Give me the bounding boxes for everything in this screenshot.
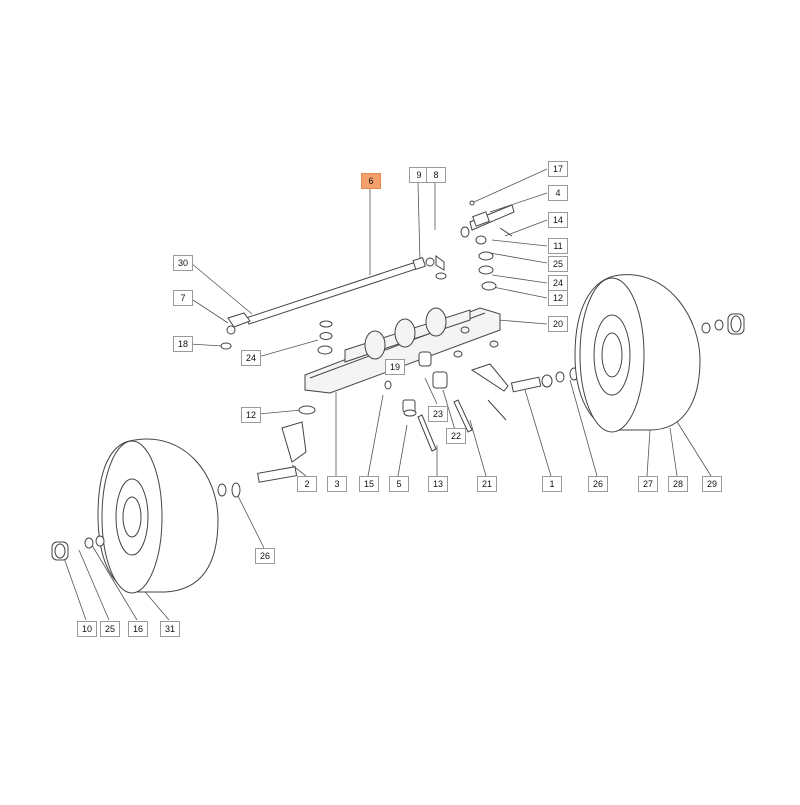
callout-13[interactable]: 13: [428, 476, 448, 492]
callout-6[interactable]: 6: [361, 173, 381, 189]
callout-8[interactable]: 8: [426, 167, 446, 183]
callout-12[interactable]: 12: [548, 290, 568, 306]
callout-10[interactable]: 10: [77, 621, 97, 637]
callout-25[interactable]: 25: [548, 256, 568, 272]
callout-24[interactable]: 24: [548, 275, 568, 291]
callout-15[interactable]: 15: [359, 476, 379, 492]
callout-11[interactable]: 11: [548, 238, 568, 254]
callout-2[interactable]: 2: [297, 476, 317, 492]
callout-21[interactable]: 21: [477, 476, 497, 492]
callout-29[interactable]: 29: [702, 476, 722, 492]
callout-23[interactable]: 23: [428, 406, 448, 422]
callout-30[interactable]: 30: [173, 255, 193, 271]
callout-20[interactable]: 20: [548, 316, 568, 332]
callout-31[interactable]: 31: [160, 621, 180, 637]
callout-19[interactable]: 19: [385, 359, 405, 375]
callout-12[interactable]: 12: [241, 407, 261, 423]
callout-3[interactable]: 3: [327, 476, 347, 492]
callout-4[interactable]: 4: [548, 185, 568, 201]
callout-18[interactable]: 18: [173, 336, 193, 352]
callout-25[interactable]: 25: [100, 621, 120, 637]
callout-28[interactable]: 28: [668, 476, 688, 492]
callout-14[interactable]: 14: [548, 212, 568, 228]
callout-26[interactable]: 26: [588, 476, 608, 492]
callout-16[interactable]: 16: [128, 621, 148, 637]
callout-17[interactable]: 17: [548, 161, 568, 177]
callout-22[interactable]: 22: [446, 428, 466, 444]
callout-26[interactable]: 26: [255, 548, 275, 564]
callout-1[interactable]: 1: [542, 476, 562, 492]
callout-5[interactable]: 5: [389, 476, 409, 492]
callout-7[interactable]: 7: [173, 290, 193, 306]
callout-24[interactable]: 24: [241, 350, 261, 366]
callout-27[interactable]: 27: [638, 476, 658, 492]
